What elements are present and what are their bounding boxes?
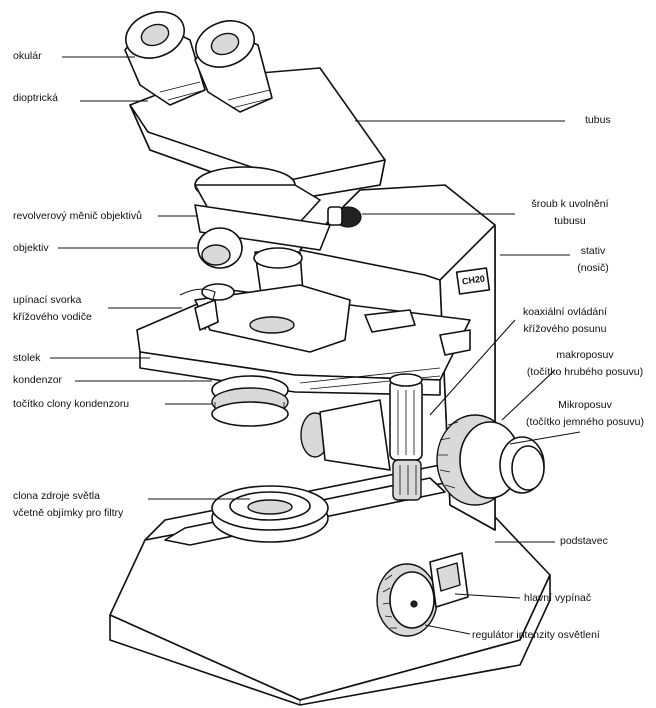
light-source-diaphragm <box>211 485 329 543</box>
label-vypinac: hlavní vypínač <box>524 592 592 604</box>
label-makro: makroposuv (točítko hrubého posuvu) <box>520 347 650 381</box>
slide-clamp <box>179 283 235 331</box>
label-clona-kondenzoru: točítko clony kondenzoru <box>13 398 130 410</box>
label-koax: koaxiální ovládání křížového posunu <box>515 304 615 338</box>
label-dioptricka: dioptrická <box>13 92 58 104</box>
label-sroub: šroub k uvolnění tubusu <box>520 196 620 230</box>
label-svorka-line2: křížového vodiče <box>13 311 92 323</box>
label-svorka-line1: upínací svorka <box>13 294 82 306</box>
label-sroub-line1: šroub k uvolnění <box>531 198 609 210</box>
label-stativ-line1: stativ <box>580 245 606 257</box>
coaxial-control <box>389 373 423 501</box>
label-okular: okulár <box>13 50 42 62</box>
tube-screw <box>327 206 362 228</box>
label-clona-zdroje: clona zdroje světla včetně objímky pro f… <box>13 488 123 522</box>
condenser <box>211 375 289 427</box>
label-tubus: tubus <box>585 114 611 126</box>
brightness-knob <box>376 563 438 637</box>
label-objektiv: objektiv <box>13 242 49 254</box>
label-revolver: revolverový měnič objektivů <box>13 210 142 222</box>
label-mikro-line2: (točítko jemného posuvu) <box>526 416 644 428</box>
label-stativ-line2: (nosič) <box>577 262 609 274</box>
stage <box>136 284 471 396</box>
label-koax-line1: koaxiální ovládání <box>522 306 608 318</box>
label-makro-line1: makroposuv <box>556 349 614 361</box>
label-koax-line2: křížového posunu <box>523 323 607 335</box>
label-regulator: regulátor intenzity osvětlení <box>472 629 600 641</box>
label-svorka: upínací svorka křížového vodiče <box>13 292 92 326</box>
label-stativ: stativ (nosič) <box>568 243 618 277</box>
label-podstavec: podstavec <box>560 535 608 547</box>
label-mikro-line1: Mikroposuv <box>558 399 612 411</box>
label-makro-line2: (točítko hrubého posuvu) <box>526 366 644 378</box>
model-plate: CH20 <box>461 273 486 287</box>
label-stolek: stolek <box>13 352 41 364</box>
leader-lines <box>50 56 581 635</box>
left-focus-knob <box>300 399 391 471</box>
power-switch <box>429 552 469 608</box>
label-kondenzor: kondenzor <box>13 374 63 386</box>
label-clona-zdroje-line2: včetně objímky pro filtry <box>13 507 124 519</box>
label-mikro: Mikroposuv (točítko jemného posuvu) <box>520 397 650 431</box>
label-clona-zdroje-line1: clona zdroje světla <box>13 490 100 502</box>
focus-knobs <box>436 414 545 506</box>
label-sroub-line2: tubusu <box>554 215 586 227</box>
eyepieces <box>124 11 273 113</box>
